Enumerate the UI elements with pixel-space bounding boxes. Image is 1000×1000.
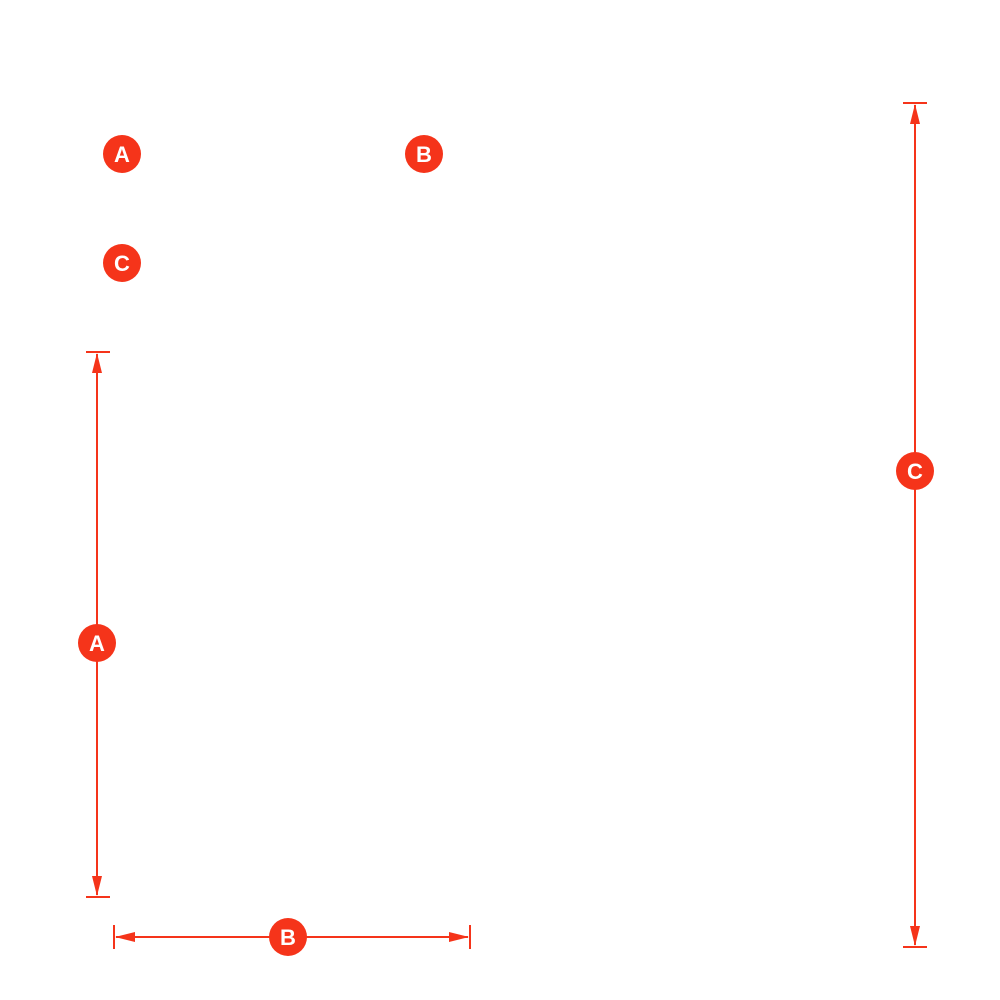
arrowhead-left-icon: [115, 932, 135, 942]
dimension-line-c: C: [896, 102, 934, 948]
dimension-label-c: C: [907, 459, 923, 484]
legend-badge-b: B: [405, 135, 443, 173]
legend-badge-a: A: [103, 135, 141, 173]
dimension-label-a: A: [89, 631, 105, 656]
arrowhead-right-icon: [449, 932, 469, 942]
arrowhead-down-icon: [910, 926, 920, 946]
dimension-line-b: B: [113, 918, 471, 956]
legend-label-b: B: [416, 142, 432, 167]
legend-label-c: C: [114, 251, 130, 276]
arrowhead-up-icon: [910, 104, 920, 124]
arrowhead-down-icon: [92, 876, 102, 896]
dimension-label-b: B: [280, 925, 296, 950]
arrowhead-up-icon: [92, 353, 102, 373]
dimension-line-a: A: [78, 351, 116, 898]
legend-label-a: A: [114, 142, 130, 167]
legend-badge-c: C: [103, 244, 141, 282]
